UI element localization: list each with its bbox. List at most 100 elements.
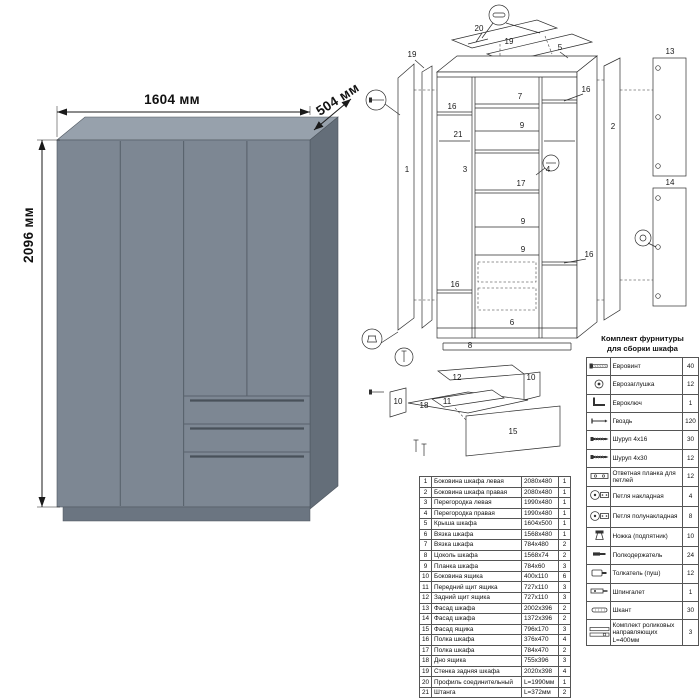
part-number-label: 9 — [521, 245, 526, 254]
part-number-label: 19 — [505, 37, 514, 46]
part-number-label: 2 — [611, 122, 616, 131]
drawer-screws — [369, 389, 427, 456]
hardware-item-qty: 4 — [682, 485, 699, 508]
screw-icon — [586, 448, 611, 469]
detail-callout-hinge — [634, 229, 657, 248]
hardware-item-name: Шуруп 4х16 — [610, 430, 683, 450]
hardware-item-qty: 30 — [682, 430, 699, 450]
part-number-label: 4 — [546, 165, 551, 174]
part-number-label: 3 — [463, 165, 468, 174]
door-gap-lines — [119, 141, 310, 506]
hardware-row: Ножка (подпятник)10 — [586, 526, 699, 547]
hardware-item-qty: 8 — [682, 506, 699, 528]
part-number-label: 10 — [394, 397, 403, 406]
hardware-row: Толкатель (пуш)12 — [586, 564, 699, 584]
hinge-icon — [586, 485, 611, 508]
hex-key-icon — [586, 393, 611, 414]
part-number-label: 5 — [558, 43, 563, 52]
wardrobe-illustration — [56, 116, 339, 522]
hardware-item-qty: 1 — [682, 393, 699, 414]
part-number-label: 9 — [521, 217, 526, 226]
detail-callout-screw-bottom — [394, 347, 414, 367]
hardware-kit-title: Комплект фурнитуры для сборки шкафа — [586, 334, 699, 354]
hardware-item-name: Евровинт — [610, 356, 683, 377]
hardware-item-name: Комплект роликовых направляющих L=400мм — [610, 619, 683, 647]
hardware-item-qty: 120 — [682, 412, 699, 432]
width-dimension-label: 1604 мм — [144, 92, 200, 107]
wardrobe-top-face — [56, 116, 339, 141]
wardrobe-side-face — [309, 116, 339, 510]
part-number-label: 1 — [405, 165, 410, 174]
part-number-label: 8 — [468, 341, 473, 350]
part-number-label: 12 — [453, 373, 462, 382]
wardrobe-plinth — [62, 506, 311, 522]
part-number-label: 10 — [527, 373, 536, 382]
hardware-item-qty: 12 — [682, 564, 699, 584]
detail-callout-screw-left — [365, 89, 401, 116]
hardware-item-name: Полкодержатель — [610, 545, 683, 566]
confirmat-screw-icon — [586, 356, 611, 377]
hardware-item-name: Евроключ — [610, 393, 683, 414]
depth-dimension-label: 504 мм — [313, 80, 361, 119]
hinge-icon — [586, 506, 611, 528]
hardware-item-qty: 24 — [682, 545, 699, 566]
hardware-item-name: Толкатель (пуш) — [610, 564, 683, 584]
detail-callout-foot — [361, 328, 399, 350]
hardware-item-name: Еврозаглушка — [610, 375, 683, 395]
hardware-item-name: Шкант — [610, 601, 683, 621]
hardware-kit-panel: Комплект фурнитуры для сборки шкафа Евро… — [586, 334, 699, 647]
hardware-item-name: Ответная планка для петлей — [610, 467, 683, 487]
foot-icon — [586, 526, 611, 547]
hardware-item-name: Шуруп 4х30 — [610, 448, 683, 469]
screw-icon — [586, 430, 611, 450]
drawer-assembly-diagram — [369, 364, 561, 457]
dowel-icon — [586, 601, 611, 621]
part-number-label: 13 — [666, 47, 675, 56]
hardware-item-name: Ножка (подпятник) — [610, 526, 683, 547]
hardware-item-qty: 12 — [682, 467, 699, 487]
hardware-item-name: Петля полунакладная — [610, 506, 683, 528]
hardware-item-name: Шпингалет — [610, 582, 683, 603]
hardware-item-qty: 10 — [682, 526, 699, 547]
part-number-label: 21 — [454, 130, 463, 139]
height-dimension-label: 2096 мм — [21, 207, 36, 263]
detail-callout-shelf-pin — [535, 154, 560, 176]
hardware-item-qty: 3 — [682, 619, 699, 647]
exploded-diagram — [361, 4, 687, 367]
hardware-kit-title-line2: для сборки шкафа — [607, 344, 678, 353]
